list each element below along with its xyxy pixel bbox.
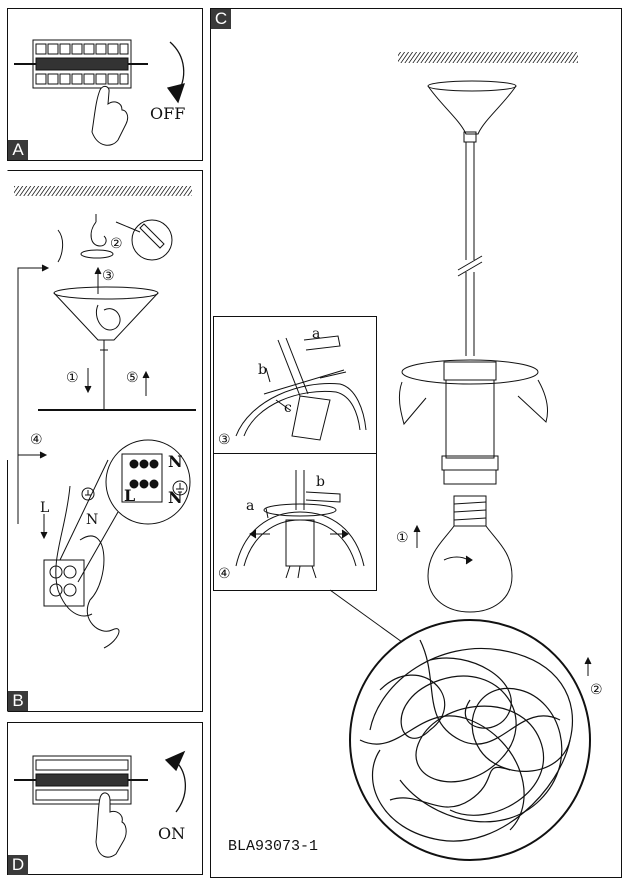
part-a-label: a [312,326,321,342]
rotate-arrow-icon [164,750,187,813]
terminal-block-drawing [40,439,191,649]
breaker-panel-icon [14,755,148,805]
panel-b-frame [7,170,203,712]
part-c-label: c [284,400,292,416]
panel-a-frame [7,8,203,161]
panel-b-step-3: ③ [102,268,115,284]
terminal-n-label: N [168,452,183,471]
panel-c-frame [210,8,622,878]
wire-n-label: N [86,512,99,528]
terminal-n2-label: N [168,488,183,507]
ceiling-hatch [14,186,192,196]
inset-3-drawing [235,335,367,441]
model-code: BLA93073-1 [228,838,319,855]
inset-4-frame [213,453,377,591]
panel-a-action-label: OFF [150,104,186,123]
hand-icon [95,792,127,858]
panel-c-step-1: ① [396,530,409,546]
panel-d-frame [7,722,203,875]
part-b-label: b [258,362,267,378]
ceiling-mount-drawing [17,214,196,524]
inset-3-label: ③ [218,432,231,448]
panel-c-step-2: ② [590,682,603,698]
panel-c-tag: C [211,9,231,29]
rotate-arrow-icon [166,41,185,104]
ground-icon [81,480,188,501]
panel-b-tag: B [8,691,28,711]
part-a2-label: a [246,498,255,514]
pendant-lamp-drawing [329,80,592,676]
panel-b-step-5: ⑤ [126,370,139,386]
wire-l-label: L [40,500,50,516]
scribble-ball-drawing [349,619,591,861]
panel-a-tag: A [8,140,28,160]
panel-b-step-4: ④ [30,432,43,448]
inset-4-label: ④ [218,566,231,582]
panel-d-tag: D [8,855,28,875]
ceiling-hatch [398,52,578,63]
hand-icon [91,85,129,146]
terminal-l-label: L [124,486,136,505]
panel-b-step-2: ② [110,236,123,252]
breaker-panel-icon [14,39,148,89]
panel-b-step-1: ① [66,370,79,386]
panel-d-action-label: ON [158,824,186,843]
inset-4-drawing [235,470,365,579]
part-b2-label: b [316,474,325,490]
